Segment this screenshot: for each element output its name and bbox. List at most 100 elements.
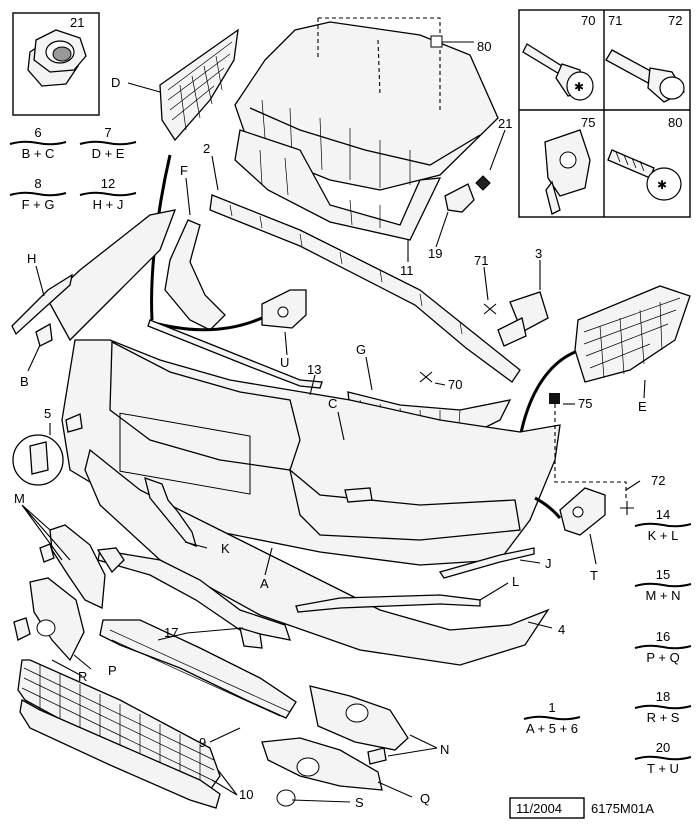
strip-13 — [147, 319, 323, 389]
svg-text:✱: ✱ — [657, 178, 667, 192]
grille-E — [574, 285, 691, 383]
kit-divider — [634, 522, 692, 528]
kit-formula-text: K + L — [648, 528, 679, 543]
callout-11: 11 — [400, 263, 414, 278]
callout-U: U — [280, 355, 289, 370]
beam-2 — [209, 194, 521, 383]
callout-9: 9 — [199, 735, 206, 750]
callout-21: 21 — [498, 116, 512, 131]
screw-80-icon: ✱ — [607, 149, 682, 201]
kit-formula-text: A + 5 + 6 — [526, 721, 578, 736]
kit-divider — [79, 140, 137, 146]
hex-nut-icon — [27, 29, 87, 87]
callout-F: F — [180, 163, 188, 178]
callout-4: 4 — [558, 622, 565, 637]
bracket-U — [261, 289, 307, 329]
kit-formula: 6B + C — [9, 125, 67, 161]
callout-70: 70 — [448, 377, 462, 392]
kit-divider — [634, 755, 692, 761]
kit-divider — [9, 140, 67, 146]
svg-text:✱: ✱ — [574, 80, 584, 94]
grille-10 — [17, 659, 221, 809]
kit-formula: 18 R + S — [634, 689, 692, 725]
callout-21: 21 — [70, 15, 84, 30]
bracket-T — [559, 487, 606, 536]
callout-B: B — [20, 374, 29, 389]
cross-70-icon — [419, 371, 433, 383]
callout-D: D — [111, 75, 120, 90]
strip-L — [295, 594, 481, 613]
callout-80: 80 — [477, 39, 491, 54]
kit-divider — [634, 704, 692, 710]
kit-formula-text: M + N — [645, 588, 680, 603]
callout-72: 72 — [651, 473, 665, 488]
strut-F — [164, 219, 226, 331]
callout-71: 71 — [474, 253, 488, 268]
callout-A: A — [260, 576, 269, 591]
callout-G: G — [356, 342, 366, 357]
callout-80: 80 — [668, 115, 682, 130]
grille-9 — [99, 619, 297, 719]
footer-date: 11/2004 — [516, 801, 562, 816]
callout-70: 70 — [581, 13, 595, 28]
bracket-3 — [497, 291, 549, 347]
kit-formula: 8F + G — [9, 176, 67, 212]
kit-formula-text: T + U — [647, 761, 679, 776]
callout-R: R — [78, 669, 87, 684]
strip-H — [11, 273, 73, 336]
kit-formula-text: R + S — [647, 710, 680, 725]
callout-10: 10 — [239, 787, 253, 802]
inset-5 — [12, 413, 83, 486]
callout-H: H — [27, 251, 36, 266]
callout-T: T — [590, 568, 598, 583]
grille-D — [159, 28, 239, 142]
callout-2: 2 — [203, 141, 210, 156]
kit-divider — [79, 191, 137, 197]
callout-17: 17 — [164, 625, 178, 640]
callout-J: J — [545, 556, 552, 571]
cap-B — [35, 322, 53, 347]
kit-formula-text: B + C — [22, 146, 55, 161]
callout-72: 72 — [668, 13, 682, 28]
callout-K: K — [221, 541, 230, 556]
callout-E: E — [638, 399, 647, 414]
kit-formula-text: F + G — [22, 197, 55, 212]
callout-S: S — [355, 795, 364, 810]
kit-formula: 7D + E — [79, 125, 137, 161]
plus-72-icon — [620, 501, 634, 515]
callout-Q: Q — [420, 791, 430, 806]
kit-formula: 15 M + N — [634, 567, 692, 603]
kit-formulas-right: 14K + L 15 M + N 16 P + Q 18 R + S 20 T + U — [634, 507, 692, 776]
kit-formula-bottom: 1 A + 5 + 6 — [523, 700, 581, 736]
bumper-A — [47, 209, 561, 566]
kit-number: 18 — [656, 689, 670, 704]
kit-number: 15 — [656, 567, 670, 582]
callout-N: N — [440, 742, 449, 757]
callout-13: 13 — [307, 362, 321, 377]
kit-divider — [9, 191, 67, 197]
footer-ref: 6175M01A — [591, 801, 654, 816]
kit-formula: 16 P + Q — [634, 629, 692, 665]
kit-number: 20 — [656, 740, 670, 755]
screw-70-icon: ✱ — [522, 43, 594, 101]
callout-5: 5 — [44, 406, 51, 421]
kit-number: 16 — [656, 629, 670, 644]
shield-block-11 — [234, 129, 442, 241]
strip-J — [438, 547, 535, 579]
bracket-19 — [444, 175, 491, 213]
kit-formula-text: P + Q — [646, 650, 679, 665]
callout-M: M — [14, 491, 25, 506]
grille-N — [309, 685, 409, 765]
inset-fasteners: 70 71 72 75 80 ✱ ✱ — [518, 9, 691, 218]
clip-75-icon — [544, 129, 591, 215]
grille-R — [13, 577, 85, 662]
callout-P: P — [108, 663, 117, 678]
kit-formula: 14K + L — [634, 507, 692, 543]
callout-75: 75 — [581, 115, 595, 130]
kit-number: 12 — [101, 176, 115, 191]
bolt-72-icon — [605, 49, 685, 103]
kit-number: 1 — [548, 700, 555, 715]
kit-formula: 1 A + 5 + 6 — [523, 700, 581, 736]
